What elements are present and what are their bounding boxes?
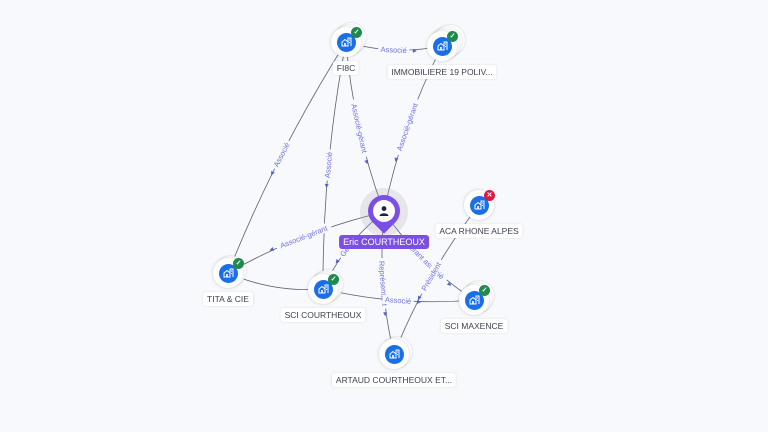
relation-label: Associé	[380, 45, 407, 55]
person-icon	[373, 200, 395, 222]
building-icon	[469, 195, 489, 215]
building-icon	[384, 344, 404, 364]
relation-label: Associé	[323, 151, 334, 178]
relation-arrow-icon	[417, 295, 422, 301]
relation-label-bg	[270, 138, 293, 171]
relation-label-bg	[322, 148, 334, 181]
company-name-label[interactable]: SCI MAXENCE	[440, 319, 508, 333]
relation-arrow-icon	[446, 281, 452, 287]
company-name-label[interactable]: TITA & CIE	[203, 292, 253, 306]
relation-label-bg	[348, 98, 371, 158]
close-icon: ✕	[484, 190, 495, 201]
relation-arrow-icon	[394, 157, 399, 162]
company-name-label[interactable]: SCI COURTHEOUX	[280, 308, 366, 322]
relation-arrow-icon	[383, 312, 388, 317]
check-icon: ✓	[479, 285, 490, 296]
check-icon: ✓	[447, 31, 458, 42]
company-circle[interactable]	[464, 190, 494, 220]
company-name-label[interactable]: ARTAUD COURTHEOUX ET...	[331, 373, 457, 387]
relation-label-bg	[392, 97, 421, 157]
relation-label-bg	[417, 257, 445, 296]
relation-label-bg	[382, 294, 415, 306]
check-icon: ✓	[233, 258, 244, 269]
building-icon	[336, 32, 356, 52]
relation-label: Associé	[385, 295, 412, 306]
relation-arrow-icon	[417, 299, 422, 304]
relation-arrow-icon	[324, 183, 329, 188]
relation-arrow-icon	[335, 259, 340, 264]
company-circle[interactable]	[379, 339, 409, 369]
relation-arrow-icon	[269, 246, 274, 251]
check-icon: ✓	[351, 27, 362, 38]
building-icon	[218, 263, 238, 283]
company-circle[interactable]	[459, 285, 489, 315]
relation-arrow-icon	[412, 48, 417, 53]
relation-label: Associé-gérant	[279, 223, 330, 250]
relation-label-bg	[377, 44, 410, 55]
relation-label: Associé-gérant	[395, 101, 420, 152]
company-name-label[interactable]: IMMOBILIERE 19 POLIV...	[387, 65, 497, 79]
check-icon: ✓	[328, 274, 339, 285]
company-name-label[interactable]: ACA RHONE ALPES	[435, 224, 523, 238]
relation-arrow-icon	[364, 159, 369, 165]
person-name-label[interactable]: Eric COURTHEOUX	[339, 235, 429, 249]
company-name-label[interactable]: FI8C	[332, 61, 360, 75]
building-icon	[464, 290, 484, 310]
relation-label: Associé	[272, 141, 292, 168]
building-icon	[432, 36, 452, 56]
relation-label-bg	[274, 221, 333, 252]
relation-arrow-icon	[271, 170, 275, 176]
relation-label: Associé-gérant	[349, 103, 369, 155]
building-icon	[313, 279, 333, 299]
